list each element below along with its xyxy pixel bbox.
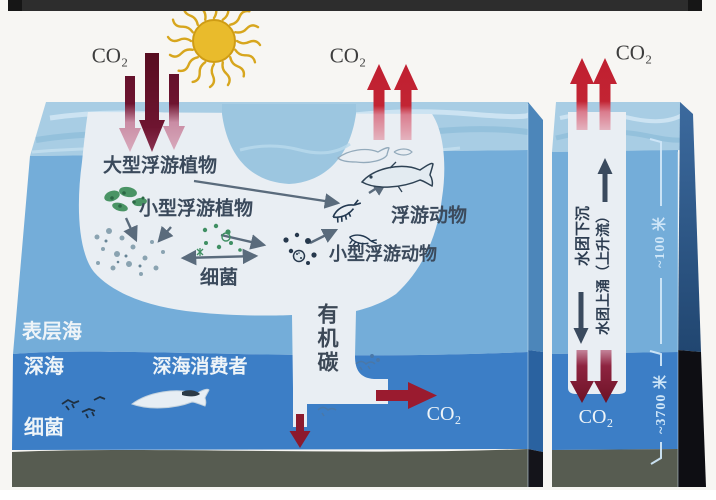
right-side-face-lower — [678, 350, 706, 487]
foodweb-arrows — [123, 179, 388, 266]
small-phytoplankton-label: 小型浮游植物 — [138, 198, 254, 220]
carbon-burial-arrow — [289, 414, 311, 448]
sinking-particles-icon — [317, 354, 380, 417]
deep-sea-consumer-icon — [130, 388, 210, 409]
seafloor — [12, 449, 528, 487]
co2-release-arrows-middle — [367, 64, 418, 140]
co2-label-deep-right: CO₂ — [578, 406, 614, 428]
co2-absorption-arrows — [119, 53, 185, 152]
foodweb-white-region — [78, 112, 445, 427]
bacteria-surface-label: 细菌 — [199, 267, 239, 289]
zooplankton-label: 浮游动物 — [390, 205, 468, 227]
small-phytoplankton-icon — [196, 223, 242, 256]
bacteria-deep-label: 细菌 — [24, 417, 64, 439]
water-sinking-label: 水团下沉 — [575, 205, 592, 267]
main-side-face-upper — [528, 102, 543, 352]
bottom-margin — [0, 490, 716, 500]
deep-bacteria-icon — [61, 396, 106, 419]
large-phytoplankton-label: 大型浮游植物 — [102, 155, 218, 177]
wave-line — [239, 142, 351, 155]
surface-water-dip — [222, 104, 356, 184]
co2-deep-release-arrow — [376, 382, 437, 409]
depth-bracket-3700 — [649, 350, 662, 465]
top-bar-end — [8, 0, 22, 11]
small-zooplankton-label: 小型浮游动物 — [329, 244, 437, 264]
sun-icon — [166, 0, 262, 89]
organic-aggregate-icon — [283, 232, 317, 265]
water-upwelling-label: 水团上涌（上升流） — [597, 209, 612, 335]
top-bar-end — [688, 0, 702, 11]
right-seafloor — [552, 449, 678, 487]
deep-sea-label: 深海 — [24, 356, 64, 378]
fish-icon — [337, 147, 434, 193]
downwelling-arrow — [573, 292, 589, 344]
co2-label-release-middle: CO₂ — [329, 43, 367, 68]
main-side-face-deep — [528, 350, 543, 452]
main-side-face-floor — [528, 449, 543, 487]
deep-ocean-layer — [12, 351, 528, 450]
right-side-face-upper — [678, 102, 701, 352]
right-ocean-block — [552, 102, 706, 487]
depth-100m-label: ~100 米 — [653, 216, 668, 268]
bacteria-cluster-icon — [94, 228, 165, 276]
organic-carbon-label: 有机碳 — [315, 303, 339, 375]
top-bar — [8, 0, 702, 11]
co2-release-arrows-right — [570, 58, 617, 130]
surface-ocean-label: 表层海 — [22, 321, 82, 343]
depth-bracket-100 — [649, 138, 662, 344]
co2-label-deep-main: CO₂ — [426, 403, 462, 425]
co2-label-release-right: CO₂ — [615, 40, 653, 65]
upwelling-arrow — [597, 158, 613, 202]
large-phytoplankton-icon — [104, 186, 147, 212]
deep-sea-consumers-label: 深海消费者 — [152, 356, 248, 378]
co2-sinking-arrows-right — [570, 350, 618, 403]
depth-3700m-label: ~3700 米 — [654, 374, 669, 434]
zooplankton-icon — [332, 199, 378, 248]
co2-label-absorption: CO₂ — [91, 43, 129, 68]
